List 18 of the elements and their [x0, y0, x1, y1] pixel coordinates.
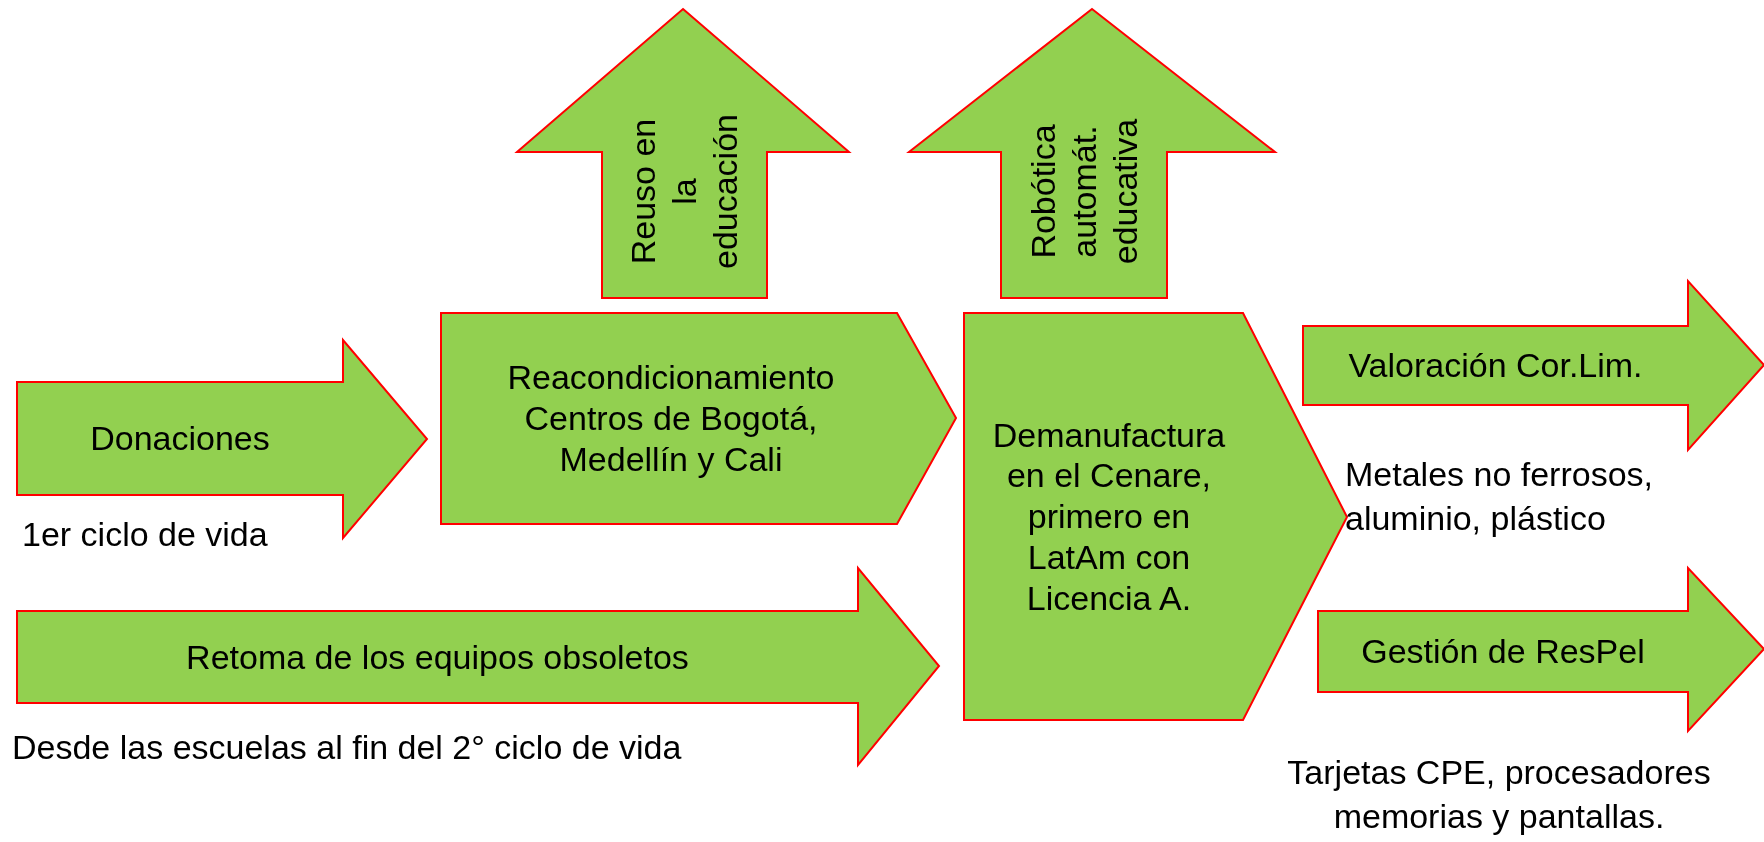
- arrow-label: Reuso en la educación: [622, 112, 745, 271]
- process-step: [1318, 568, 1764, 731]
- pentagon-process-step: [441, 313, 956, 524]
- note-text: 1er ciclo de vida: [22, 514, 268, 555]
- arrow-label: Valoración Cor.Lim.: [1348, 345, 1643, 386]
- note-text: Desde las escuelas al fin del 2° ciclo de vida: [12, 727, 682, 768]
- pentagon-process-step: [964, 313, 1347, 720]
- upward-process-step: [909, 9, 1275, 298]
- arrow-label: Demanufactura en el Cenare, primero en LatAm con Licencia A.: [991, 414, 1227, 619]
- arrow-label: Donaciones: [90, 418, 270, 459]
- process-step: [1303, 281, 1764, 450]
- arrow-label: Retoma de los equipos obsoletos: [186, 636, 689, 678]
- arrow-label: Reacondicionamiento Centros de Bogotá, Medellín y Cali: [506, 357, 836, 480]
- note-text: Metales no ferrosos, aluminio, plástico: [1345, 454, 1655, 540]
- upward-process-step: [517, 9, 849, 298]
- arrow-label: Gestión de ResPel: [1361, 631, 1645, 672]
- note-text: Tarjetas CPE, procesadores memorias y pantallas.: [1286, 752, 1712, 838]
- arrow-label: Robótica automát. educativa: [1022, 117, 1145, 266]
